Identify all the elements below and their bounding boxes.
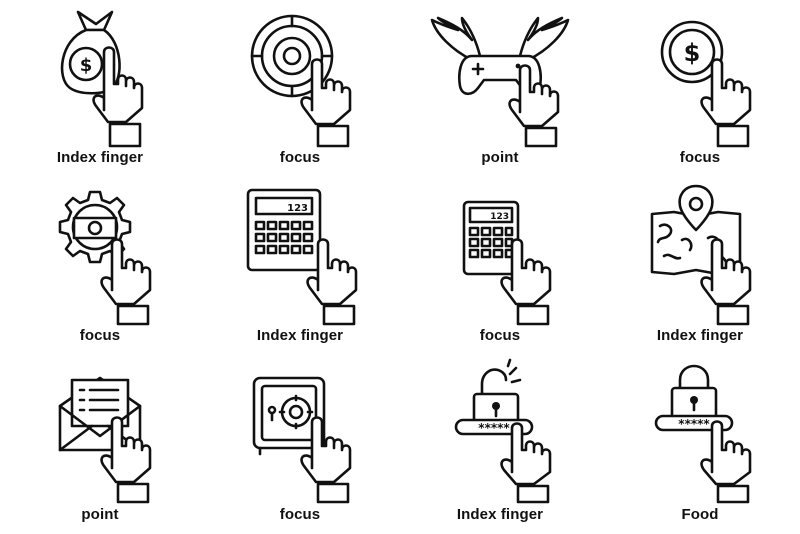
envelope-icon	[58, 376, 152, 504]
icon-label: Index finger	[56, 149, 144, 166]
icon-cell-target: focus	[200, 0, 400, 178]
icon-label: Index finger	[456, 506, 544, 523]
unlocked-padlock-icon: *****	[454, 358, 552, 504]
icon-label: focus	[479, 327, 521, 344]
svg-text:$: $	[80, 55, 93, 76]
password-text: *****	[678, 417, 710, 431]
icon-cell-map-pin: Index finger	[600, 178, 800, 356]
dollar-coin-icon: $	[660, 20, 752, 148]
gear-money-icon	[58, 190, 152, 326]
icon-label: point	[481, 149, 519, 166]
icon-cell-calculator-small: 123 focus	[400, 178, 600, 356]
icon-label: focus	[279, 149, 321, 166]
calculator-icon: 123	[246, 188, 358, 326]
icon-label: point	[81, 506, 119, 523]
icon-cell-unlocked-padlock: ***** Index finger	[400, 356, 600, 534]
safe-icon	[252, 376, 352, 504]
icon-cell-dollar-coin: $ focus	[600, 0, 800, 178]
icon-cell-winged-gamepad: point	[400, 0, 600, 178]
winged-gamepad-icon	[430, 16, 570, 148]
icon-label: Index finger	[256, 327, 344, 344]
padlock-icon: *****	[654, 364, 752, 504]
target-icon	[250, 14, 352, 148]
icon-cell-calculator-large: 123 Index finger	[200, 178, 400, 356]
icon-cell-padlock: ***** Food	[600, 356, 800, 534]
calculator-display-text: 123	[490, 212, 509, 222]
icon-label: Index finger	[656, 327, 744, 344]
icon-cell-safe: focus	[200, 356, 400, 534]
icon-label: Food	[681, 506, 719, 523]
icon-cell-gear-money: focus	[0, 178, 200, 356]
icon-label: focus	[79, 327, 121, 344]
calculator-icon: 123	[462, 200, 552, 326]
money-bag-icon: $	[60, 10, 144, 148]
password-text: *****	[478, 421, 510, 435]
map-pin-icon	[650, 184, 752, 326]
icon-label: focus	[679, 149, 721, 166]
icon-label: focus	[279, 506, 321, 523]
icon-cell-envelope: point	[0, 356, 200, 534]
svg-text:$: $	[684, 39, 701, 67]
calculator-display-text: 123	[287, 203, 308, 214]
icon-cell-money-bag: $ Index finger	[0, 0, 200, 178]
